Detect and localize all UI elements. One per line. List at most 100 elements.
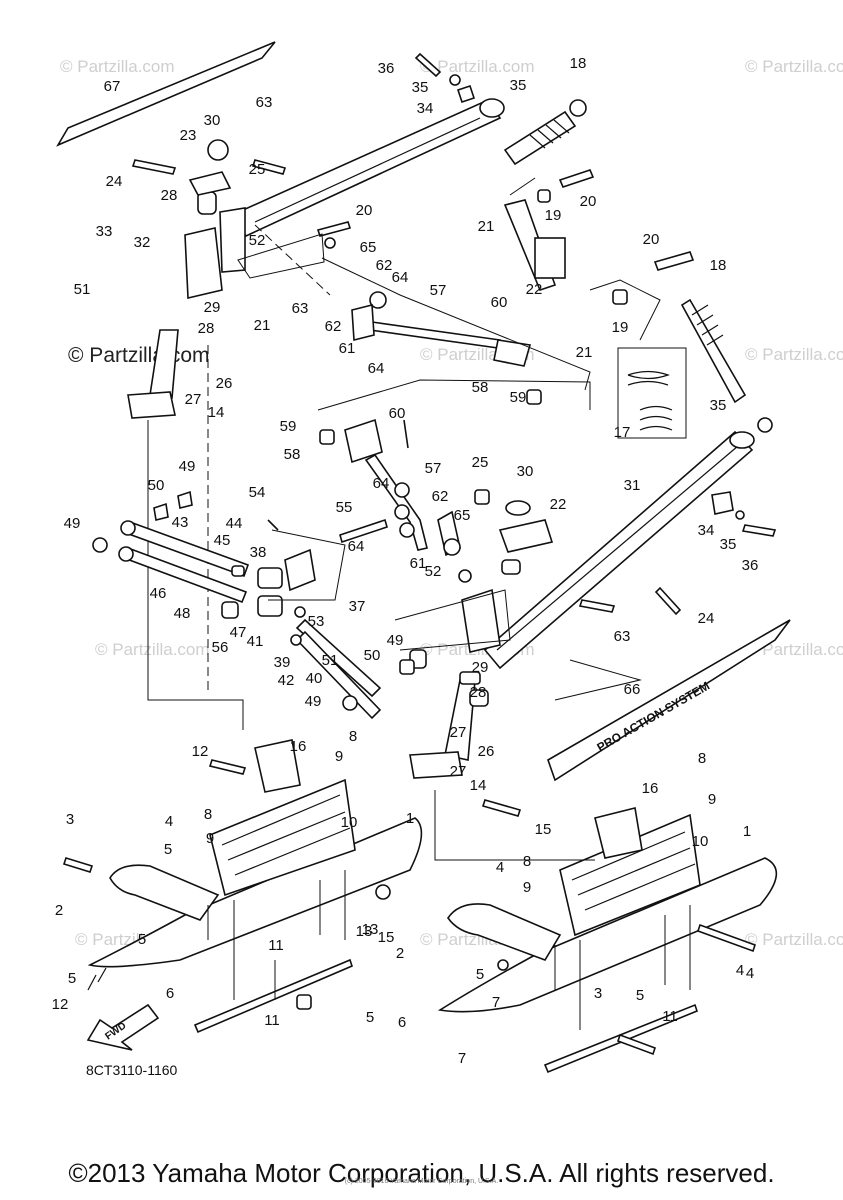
callout-number: 31 bbox=[624, 477, 641, 494]
callout-number: 64 bbox=[348, 538, 365, 555]
callout-number: 22 bbox=[550, 496, 567, 513]
callout-number: 25 bbox=[249, 161, 266, 178]
callout-number: 11 bbox=[268, 937, 284, 954]
watermark: © Partzilla.com bbox=[420, 57, 535, 76]
callout-number: 5 bbox=[68, 970, 76, 987]
callout-number: 17 bbox=[614, 424, 631, 441]
callout-number: 33 bbox=[96, 223, 113, 240]
callout-number: 23 bbox=[180, 127, 197, 144]
callout-number: 64 bbox=[392, 269, 409, 286]
callout-number: 59 bbox=[280, 418, 297, 435]
callout-number: 67 bbox=[104, 78, 121, 95]
tie-rod-46 bbox=[122, 546, 248, 604]
callout-number: 11 bbox=[662, 1008, 678, 1025]
right-ski-bumper bbox=[594, 807, 643, 859]
middle-assembly: PRO ACTION SYSTEM bbox=[92, 379, 791, 782]
callout-number: 8 bbox=[204, 806, 212, 823]
callout-number: 43 bbox=[172, 514, 189, 531]
callout-number: 64 bbox=[368, 360, 385, 377]
callout-number: 27 bbox=[185, 391, 202, 408]
callout-number: 36 bbox=[378, 60, 395, 77]
link-37 bbox=[295, 618, 382, 698]
callout-number: 4 bbox=[496, 859, 504, 876]
watermark: © Partzilla.com bbox=[745, 345, 843, 364]
callout-number: 60 bbox=[491, 294, 508, 311]
callout-number: 53 bbox=[308, 613, 325, 630]
bolt bbox=[414, 52, 442, 78]
callout-number: 35 bbox=[720, 536, 737, 553]
callout-number: 54 bbox=[249, 484, 266, 501]
callout-number: 61 bbox=[410, 555, 427, 572]
left-ski-assembly: FWD bbox=[62, 739, 423, 1051]
callout-number: 18 bbox=[570, 55, 587, 72]
callout-number: 44 bbox=[226, 515, 243, 532]
callout-number: 13 bbox=[356, 923, 373, 940]
callout-number: 34 bbox=[417, 100, 434, 117]
callout-number: 35 bbox=[510, 77, 527, 94]
callout-number: 2 bbox=[55, 902, 63, 919]
callout-number: 65 bbox=[360, 239, 377, 256]
callout-number: 62 bbox=[325, 318, 342, 335]
callout-number: 63 bbox=[256, 94, 273, 111]
callout-number: 6 bbox=[166, 985, 174, 1002]
callout-number: 49 bbox=[305, 693, 322, 710]
callout-number: 52 bbox=[425, 563, 442, 580]
callout-number: 4 bbox=[746, 965, 754, 982]
callout-number: 51 bbox=[322, 652, 339, 669]
callout-number: 20 bbox=[580, 193, 597, 210]
callout-number: 65 bbox=[454, 507, 471, 524]
callout-number: 5 bbox=[636, 987, 644, 1004]
callout-number: 42 bbox=[278, 672, 295, 689]
callout-number: 19 bbox=[545, 207, 562, 224]
decal-strip-67 bbox=[56, 41, 276, 147]
callout-number: 60 bbox=[389, 405, 406, 422]
watermark: © Partzilla.com bbox=[60, 57, 175, 76]
callout-number: 26 bbox=[216, 375, 233, 392]
callout-number: 32 bbox=[134, 234, 151, 251]
callout-number: 8 bbox=[698, 750, 706, 767]
watermark: © Partzilla.com bbox=[745, 640, 843, 659]
callout-number: 4 bbox=[736, 962, 744, 979]
callout-number: 8 bbox=[523, 853, 531, 870]
callout-number: 9 bbox=[206, 830, 214, 847]
left-ski-bumper bbox=[254, 739, 301, 793]
callout-number: 41 bbox=[247, 633, 264, 650]
callout-number: 12 bbox=[192, 743, 209, 760]
callout-number: 18 bbox=[710, 257, 727, 274]
callout-number: 1 bbox=[406, 810, 414, 827]
callout-number: 10 bbox=[692, 833, 709, 850]
callout-number: 6 bbox=[398, 1014, 406, 1031]
callout-number: 8 bbox=[349, 728, 357, 745]
callout-number: 9 bbox=[523, 879, 531, 896]
callout-number: 5 bbox=[476, 966, 484, 983]
callout-number: 55 bbox=[336, 499, 353, 516]
callout-number: 9 bbox=[335, 748, 343, 765]
watermark: © Partzilla.com bbox=[745, 930, 843, 949]
callout-number: 25 bbox=[472, 454, 489, 471]
inset-box bbox=[617, 347, 687, 439]
callout-number: 30 bbox=[517, 463, 534, 480]
callout-number: 3 bbox=[66, 811, 74, 828]
callout-number: 35 bbox=[412, 79, 429, 96]
callout-number: 4 bbox=[165, 813, 173, 830]
callout-number: 62 bbox=[432, 488, 449, 505]
callout-number: 15 bbox=[535, 821, 552, 838]
callout-number: 14 bbox=[470, 777, 487, 794]
callout-number: 63 bbox=[292, 300, 309, 317]
copyright-notice: ©2013 Yamaha Motor Corporation, U.S.A. A… bbox=[68, 1158, 775, 1188]
callout-number: 29 bbox=[472, 659, 489, 676]
callout-number: 57 bbox=[425, 460, 442, 477]
callout-number: 66 bbox=[624, 681, 641, 698]
callout-number: 49 bbox=[64, 515, 81, 532]
fwd-arrow-icon bbox=[86, 1003, 160, 1051]
callout-number: 10 bbox=[341, 814, 358, 831]
callout-number: 21 bbox=[576, 344, 593, 361]
callout-number: 58 bbox=[284, 446, 301, 463]
left-wear-bar bbox=[193, 958, 353, 1034]
callout-number: 34 bbox=[698, 522, 715, 539]
callout-number: 28 bbox=[198, 320, 215, 337]
callout-number: 46 bbox=[150, 585, 167, 602]
callout-number: 62 bbox=[376, 257, 393, 274]
callout-number: 28 bbox=[161, 187, 178, 204]
callout-number: 39 bbox=[274, 654, 291, 671]
